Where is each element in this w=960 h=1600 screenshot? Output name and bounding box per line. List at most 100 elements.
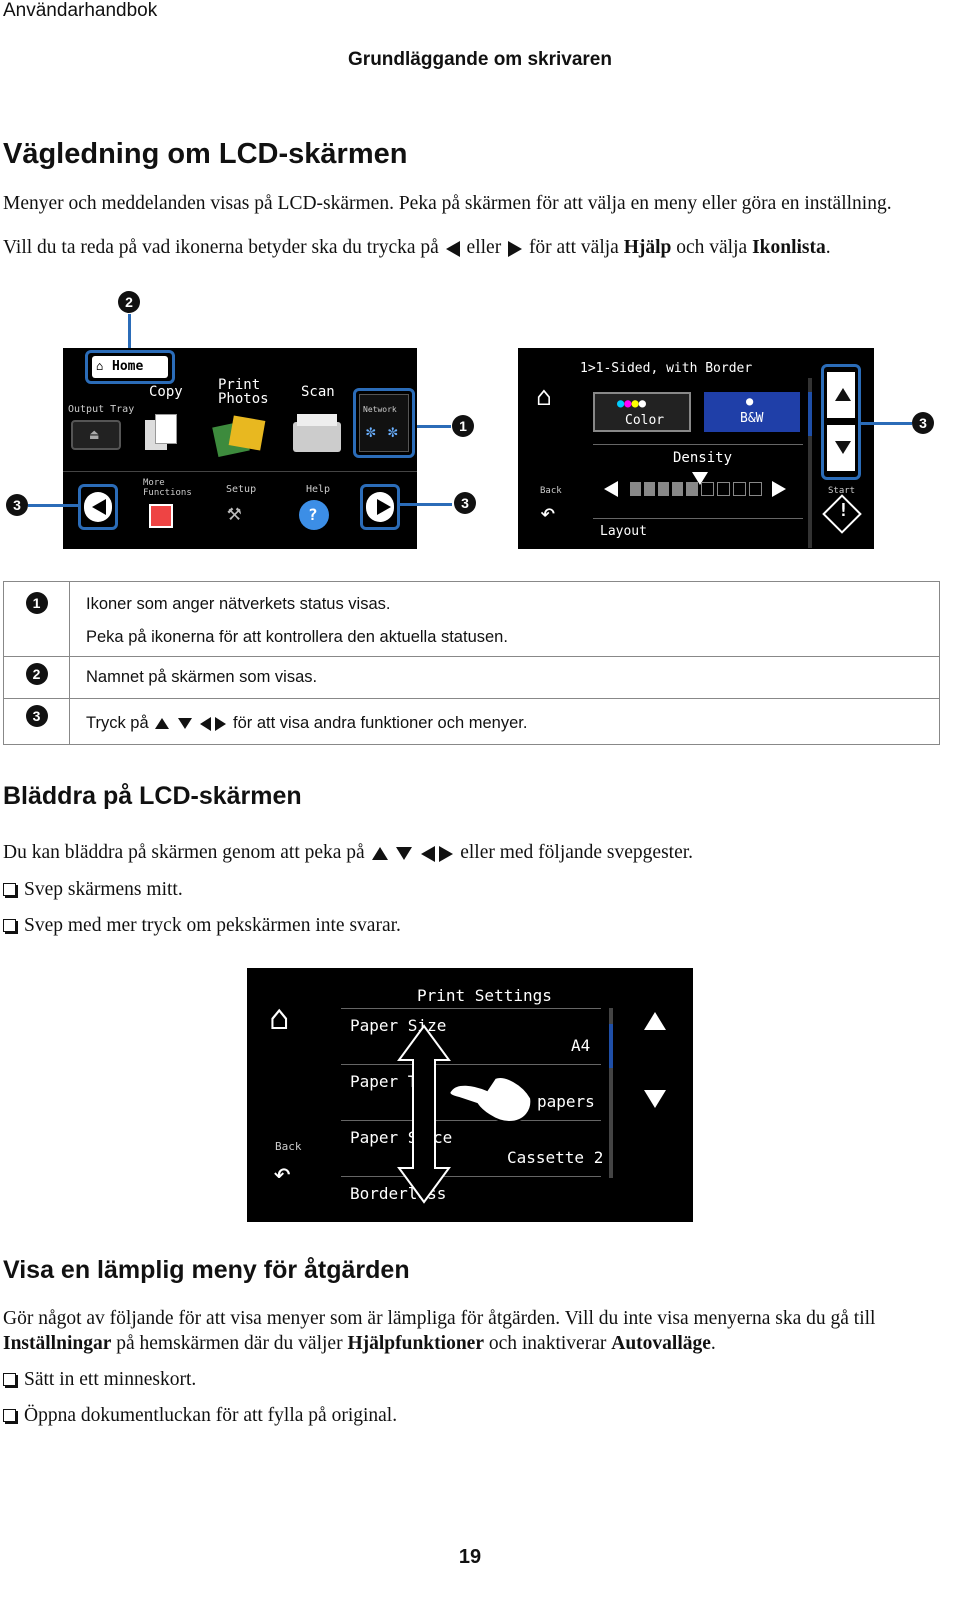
left-arrow-icon: [200, 716, 212, 731]
checkbox-bullet-icon: [3, 919, 16, 932]
wifi-icon: ✼: [366, 422, 376, 441]
right-arrow-icon: [215, 716, 227, 731]
wifi-direct-icon: ✼: [388, 422, 398, 441]
help-icon[interactable]: ?: [299, 500, 329, 530]
up-arrow-icon: [155, 718, 170, 730]
left-arrow-icon: [92, 499, 106, 515]
callout-legend-table: 1 Ikoner som anger nätverkets status vis…: [3, 581, 940, 745]
checkbox-bullet-icon: [3, 883, 16, 896]
screen-title: 1>1-Sided, with Border: [580, 361, 753, 376]
scroll-up-icon[interactable]: [644, 1012, 666, 1030]
start-icon: !: [838, 500, 849, 521]
icon-help-paragraph: Vill du ta reda på vad ikonerna betyder …: [3, 237, 831, 258]
paper-source-label[interactable]: Paper So: [350, 1128, 428, 1147]
right-arrow-icon: [377, 499, 391, 515]
density-increase-icon[interactable]: [772, 481, 786, 497]
left-arrow-icon: [445, 240, 460, 257]
density-decrease-icon[interactable]: [604, 481, 618, 497]
home-icon[interactable]: ⌂: [536, 382, 552, 412]
output-tray-button[interactable]: ⏏: [71, 420, 121, 450]
home-icon[interactable]: ⌂: [269, 998, 290, 1038]
swipe-vertical-arrow-icon: [397, 1024, 451, 1204]
callout-line: [860, 422, 912, 425]
print-photos-icon[interactable]: [212, 414, 266, 458]
legend-row-2: 2 Namnet på skärmen som visas.: [3, 656, 940, 699]
scan-label: Scan: [301, 384, 335, 400]
legend-row-1-line-1: Ikoner som anger nätverkets status visas…: [86, 595, 391, 613]
up-down-highlight: [821, 364, 861, 480]
legend-row-3: 3 Tryck på för att visa andra funktioner…: [3, 698, 940, 745]
suitable-menu-paragraph-line2: Inställningar på hemskärmen där du välje…: [3, 1333, 716, 1354]
setup-icon[interactable]: ⚒: [227, 498, 242, 526]
right-arrow-icon: [508, 240, 523, 257]
back-icon[interactable]: ↶: [540, 498, 556, 528]
home-tab[interactable]: ⌂ Home: [92, 356, 168, 378]
scroll-paragraph: Du kan bläddra på skärmen genom att peka…: [3, 842, 694, 863]
network-status-button[interactable]: Network ✼ ✼: [359, 394, 409, 452]
scroll-down-icon[interactable]: [644, 1090, 666, 1108]
list-item: Svep skärmens mitt.: [3, 877, 183, 902]
section-heading-suitable-menu: Visa en lämplig meny för åtgärden: [3, 1256, 410, 1284]
callout-badge-3: 3: [912, 412, 934, 434]
print-photos-label-1: Print: [218, 377, 261, 393]
up-arrow-icon: [371, 847, 388, 861]
scroll-up-button[interactable]: [827, 372, 855, 418]
scrollbar[interactable]: [609, 1008, 613, 1178]
finger-swipe-icon: [448, 1076, 533, 1124]
chapter-title: Grundläggande om skrivaren: [348, 49, 612, 70]
paper-size-value: A4: [571, 1036, 591, 1055]
setup-label: Setup: [226, 484, 257, 495]
density-marker-icon: [692, 472, 708, 485]
network-label: Network: [363, 405, 397, 414]
right-arrow-highlight: [360, 484, 400, 530]
left-arrow-icon: [421, 845, 436, 862]
more-functions-icon[interactable]: [149, 504, 173, 528]
home-label: Home: [112, 359, 144, 374]
down-arrow-icon: [835, 441, 851, 454]
running-title: Användarhandbok: [3, 0, 158, 21]
suitable-menu-paragraph-line1: Gör något av följande för att visa menye…: [3, 1308, 876, 1329]
home-screen-screenshot: ⌂ Home Output Tray ⏏ Copy Print Photos S…: [63, 348, 417, 549]
paper-source-value: Cassette 2: [507, 1148, 604, 1167]
start-label: Start: [828, 486, 856, 496]
density-label: Density: [673, 450, 733, 466]
list-item: Sätt in ett minneskort.: [3, 1367, 196, 1392]
scroll-down-button[interactable]: [827, 425, 855, 471]
legend-row-1-line-2: Peka på ikonerna för att kontrollera den…: [86, 628, 508, 646]
paper-type-label[interactable]: Paper Ty: [350, 1072, 428, 1091]
legend-row-2-text: Namnet på skärmen som visas.: [86, 668, 318, 686]
right-arrow-icon: [439, 845, 454, 862]
down-arrow-icon: [396, 847, 413, 861]
black-ink-icon: ●: [746, 394, 754, 408]
color-label: Color: [625, 413, 665, 428]
paper-type-value: papers: [537, 1092, 595, 1111]
legend-badge-2: 2: [25, 663, 48, 685]
callout-line: [417, 425, 451, 428]
divider: [63, 471, 417, 472]
scanner-icon[interactable]: [293, 414, 341, 456]
copy-icon[interactable]: [145, 414, 181, 458]
density-slider[interactable]: [630, 482, 762, 496]
screen-title: Print Settings: [417, 986, 552, 1005]
section-heading-scroll: Bläddra på LCD-skärmen: [3, 782, 302, 810]
list-item: Svep med mer tryck om pekskärmen inte sv…: [3, 913, 401, 938]
scrollbar-thumb[interactable]: [808, 392, 812, 436]
scroll-right-button[interactable]: [366, 492, 394, 522]
callout-badge-3: 3: [6, 494, 28, 516]
scrollbar[interactable]: [808, 378, 812, 548]
layout-label: Layout: [600, 524, 647, 539]
back-icon[interactable]: ↶: [273, 1156, 292, 1191]
down-arrow-icon: [177, 718, 192, 730]
scroll-left-button[interactable]: [84, 492, 112, 522]
callout-badge-3: 3: [454, 492, 476, 514]
home-icon: ⌂: [96, 359, 104, 373]
bw-button[interactable]: ● B&W: [704, 392, 800, 432]
output-tray-label: Output Tray: [68, 404, 135, 415]
back-label: Back: [275, 1140, 302, 1153]
left-arrow-highlight: [78, 484, 118, 530]
scrollbar-thumb[interactable]: [609, 1024, 613, 1068]
color-button[interactable]: ●●●● Color: [593, 392, 691, 432]
home-highlight: [85, 350, 175, 384]
help-label: Help: [306, 484, 331, 495]
callout-badge-1: 1: [452, 415, 474, 437]
